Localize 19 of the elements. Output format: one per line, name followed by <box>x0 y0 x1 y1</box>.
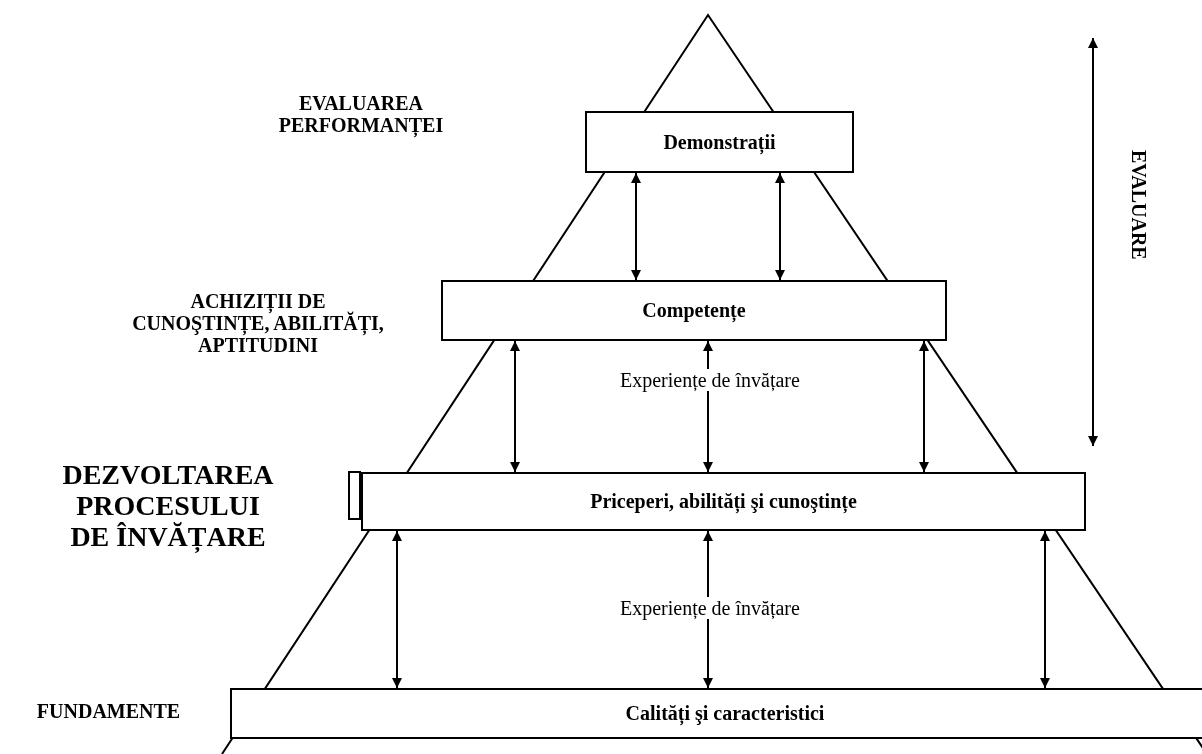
double-arrow <box>919 340 929 473</box>
axis-label: EVALUARE <box>1128 150 1150 260</box>
double-arrow <box>392 530 402 689</box>
level-label: FUNDAMENTE <box>35 700 182 722</box>
double-arrow <box>703 530 713 689</box>
empty-box <box>348 471 361 520</box>
double-arrow <box>1040 530 1050 689</box>
level-box: Competențe <box>441 280 947 341</box>
double-arrow <box>631 172 641 281</box>
section-label: Experiențe de învățare <box>618 369 802 391</box>
double-arrow <box>775 172 785 281</box>
double-arrow <box>510 340 520 473</box>
level-box: Demonstrații <box>585 111 854 173</box>
level-box: Calități şi caracteristici <box>230 688 1202 739</box>
level-box: Priceperi, abilități şi cunoştințe <box>361 472 1086 531</box>
level-label: DEZVOLTAREA PROCESULUI DE ÎNVĂȚARE <box>61 460 275 553</box>
level-label: ACHIZIȚII DE CUNOŞTINȚE, ABILITĂȚI, APTITUDINI <box>131 290 385 356</box>
section-label: Experiențe de învățare <box>618 597 802 619</box>
level-label: EVALUAREA PERFORMANȚEI <box>277 92 445 136</box>
